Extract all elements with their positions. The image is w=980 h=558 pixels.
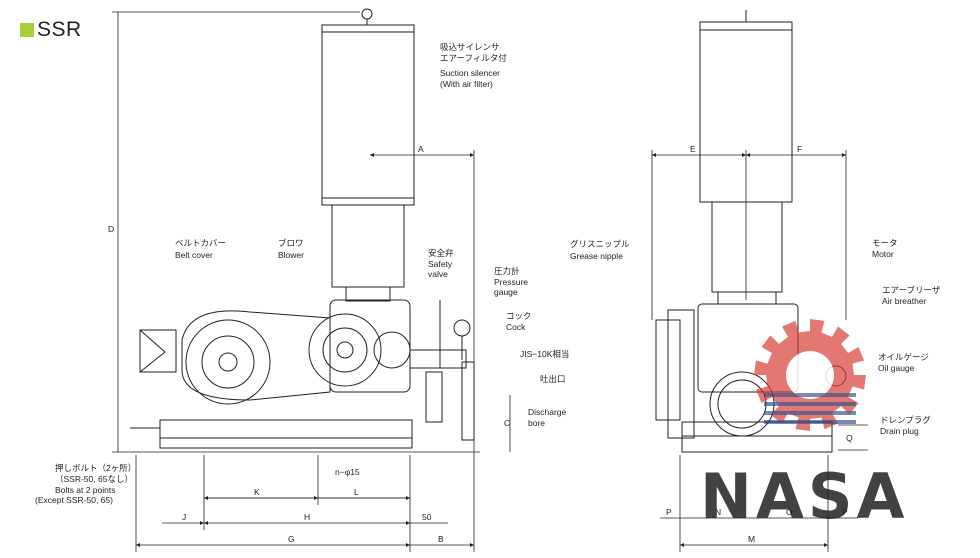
belt-cover <box>181 310 331 401</box>
dim-N: N <box>715 507 721 517</box>
label-drain-jp: ドレンプラグ <box>880 415 931 425</box>
dim-50: 50 <box>422 512 432 522</box>
dim-O: O <box>786 507 793 517</box>
label-motor-en: Motor <box>872 249 894 259</box>
dim-H: H <box>304 512 310 522</box>
label-bolt-en1: Bolts at 2 points <box>55 485 115 495</box>
label-cock-jp: コック <box>506 311 532 321</box>
front-view-dimension-letters: E F M N O P P Q <box>666 144 853 544</box>
watermark-text: NASA <box>700 460 909 533</box>
discharge-pipe <box>409 349 467 369</box>
label-breather-en: Air breather <box>882 296 927 306</box>
dim-L: L <box>354 487 359 497</box>
dim-C: C <box>504 418 510 428</box>
dim-G: G <box>288 534 295 544</box>
lifting-eye <box>361 8 373 20</box>
dim-P-right: P <box>842 507 848 517</box>
label-blower-jp: ブロワ <box>278 238 304 248</box>
dim-P-left: P <box>666 507 672 517</box>
side-view <box>130 8 475 449</box>
label-belt-en: Belt cover <box>175 250 213 260</box>
front-view-labels: グリスニップル Grease nipple モータ Motor エアーブリーザ … <box>570 238 941 436</box>
label-safety-en2: valve <box>428 269 448 279</box>
dim-Q: Q <box>846 433 853 443</box>
nasa-logo-watermark: NASA <box>700 319 909 533</box>
label-pressure-en2: gauge <box>494 287 518 297</box>
label-safety-jp: 安全弁 <box>428 248 454 258</box>
dim-E: E <box>690 144 696 154</box>
label-pressure-jp: 圧力計 <box>494 266 520 276</box>
side-view-dimension-letters: A D C K L J H 50 G B <box>108 144 510 544</box>
suction-silencer <box>321 24 415 206</box>
title-text: SSR <box>37 18 82 41</box>
label-discharge-en2: bore <box>528 418 545 428</box>
dim-K: K <box>254 487 260 497</box>
dim-M: M <box>748 534 755 544</box>
label-discharge-en1: Discharge <box>528 407 567 417</box>
label-drain-en: Drain plug <box>880 426 919 436</box>
label-motor-jp: モータ <box>872 238 898 248</box>
pressure-gauge-dial <box>453 319 471 337</box>
label-pressure-en1: Pressure <box>494 277 528 287</box>
label-bolt-en2: (Except SSR-50, 65) <box>35 495 113 505</box>
label-suction-jp1: 吸込サイレンサ <box>440 42 500 52</box>
gear-icon <box>754 319 866 431</box>
side-view-labels: 吸込サイレンサ エアーフィルタ付 Suction silencer (With … <box>35 42 569 505</box>
label-jis: JIS−10K相当 <box>520 349 569 359</box>
label-cock-en: Cock <box>506 322 526 332</box>
dim-A: A <box>418 144 424 154</box>
label-grease-jp: グリスニップル <box>570 239 630 249</box>
label-bolt-jp1: 押しボルト（2ヶ所） <box>55 463 136 473</box>
label-safety-en1: Safety <box>428 259 453 269</box>
label-discharge-jp: 吐出口 <box>540 374 566 384</box>
label-suction-en2: (With air filter) <box>440 79 493 89</box>
dim-J: J <box>182 512 186 522</box>
label-oil-jp: オイルゲージ <box>878 352 929 362</box>
page-title: SSR <box>20 18 82 42</box>
label-blower-en: Blower <box>278 250 304 260</box>
label-bolt-jp2: （SSR-50, 65なし） <box>55 474 133 484</box>
label-breather-jp: エアーブリーザ <box>882 285 941 295</box>
label-holes: n−φ15 <box>335 467 360 477</box>
label-belt-jp: ベルトカバー <box>175 238 226 248</box>
label-grease-en: Grease nipple <box>570 251 623 261</box>
title-square-icon <box>20 23 34 37</box>
label-oil-en: Oil gauge <box>878 363 915 373</box>
dim-D: D <box>108 224 114 234</box>
dim-B: B <box>438 534 444 544</box>
label-suction-en1: Suction silencer <box>440 68 500 78</box>
dim-F: F <box>797 144 802 154</box>
label-suction-jp2: エアーフィルタ付 <box>440 53 507 63</box>
base-frame <box>159 419 413 439</box>
